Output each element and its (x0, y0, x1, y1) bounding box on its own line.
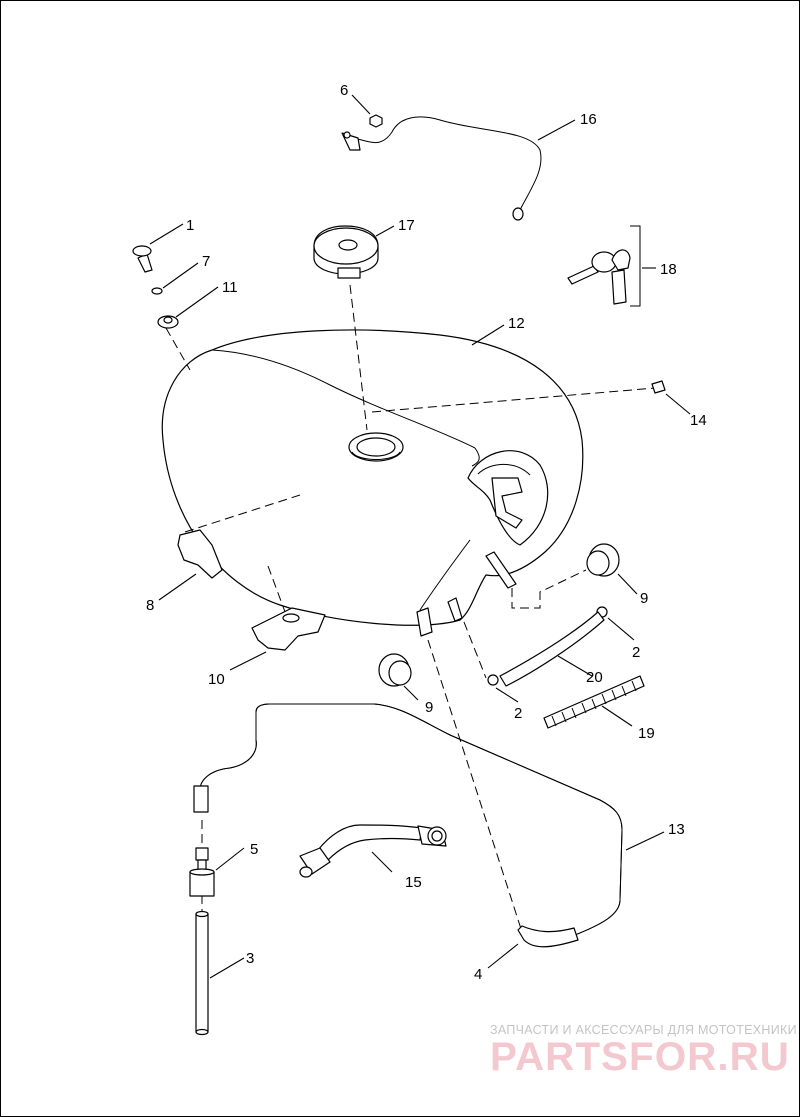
mount-bracket-part (251, 607, 326, 651)
callout-13: 13 (668, 821, 685, 838)
fuel-hose-part (299, 824, 447, 878)
callout-10: 10 (208, 671, 225, 688)
vent-line-part (193, 703, 623, 948)
callout-9-upper: 9 (640, 590, 648, 607)
callout-3: 3 (246, 950, 254, 967)
callout-2-upper: 2 (632, 644, 640, 661)
fitting-part (189, 847, 215, 897)
callout-20: 20 (586, 669, 603, 686)
hose-part (499, 611, 605, 687)
spring-sleeve-part (543, 675, 645, 729)
callout-7: 7 (202, 253, 210, 270)
fuel-tank (161, 329, 584, 637)
callout-labels: 1 2 2 3 4 5 6 7 8 9 9 10 11 12 13 14 15 … (146, 82, 707, 983)
callout-6: 6 (340, 82, 348, 99)
grommet-washer-part (157, 315, 179, 329)
callout-14: 14 (690, 412, 707, 429)
heat-shield-part (177, 529, 223, 579)
ground-wire-part (341, 114, 542, 221)
watermark-tagline: ЗАПЧАСТИ И АКСЕССУАРЫ ДЛЯ МОТОТЕХНИКИ (490, 1023, 797, 1037)
callout-1: 1 (186, 217, 194, 234)
clamp-lower-part (487, 674, 499, 686)
callout-15: 15 (405, 874, 422, 891)
callout-19: 19 (638, 725, 655, 742)
clip-part (151, 287, 163, 295)
callout-4: 4 (474, 966, 482, 983)
keys-part (567, 225, 641, 307)
pin-part (132, 245, 153, 273)
callout-16: 16 (580, 111, 597, 128)
watermark-logo: PARTSFOR.RU (490, 1035, 790, 1079)
callout-8: 8 (146, 597, 154, 614)
callout-2-lower: 2 (514, 705, 522, 722)
tube-part (195, 910, 209, 1036)
fuel-cap-part (313, 225, 379, 279)
callout-5: 5 (250, 841, 258, 858)
leader-lines (149, 94, 691, 979)
callout-9-lower: 9 (425, 699, 433, 716)
callout-17: 17 (398, 217, 415, 234)
bumper-upper-part (586, 543, 620, 577)
callout-12: 12 (508, 315, 525, 332)
callout-18: 18 (660, 261, 677, 278)
callout-11: 11 (222, 279, 238, 296)
bumper-lower-part (378, 653, 412, 687)
screw-part (651, 380, 666, 394)
watermark: ЗАПЧАСТИ И АКСЕССУАРЫ ДЛЯ МОТОТЕХНИКИ PA… (490, 1023, 797, 1079)
assembly-lines (165, 284, 656, 933)
